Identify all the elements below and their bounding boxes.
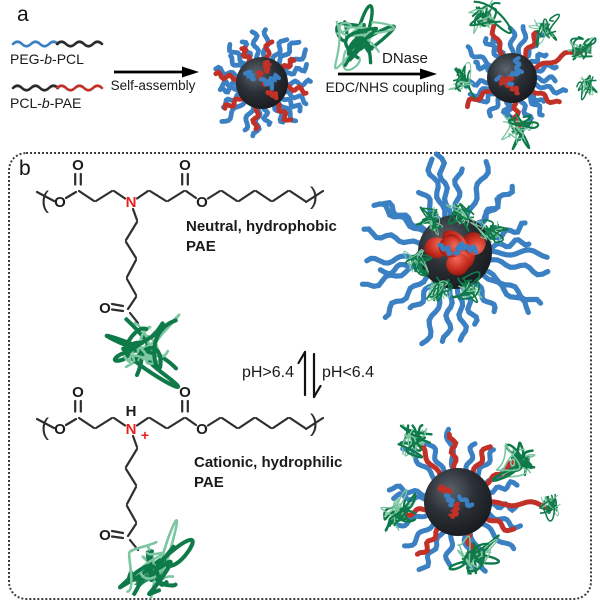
atom-o: O [72, 384, 84, 401]
atom-o: O [54, 421, 66, 438]
cationic-pae-structure: ( O O H N + O O O ) [35, 384, 325, 599]
neutral-pae-structure: ( O O N O O O ) [35, 157, 325, 389]
neutral-caption: Neutral, hydrophobic PAE [186, 217, 337, 257]
atom-o: O [72, 157, 84, 174]
face-curls [494, 56, 524, 96]
face-curls [243, 59, 281, 101]
protein-ribbon [448, 61, 476, 100]
atom-o: O [179, 384, 191, 401]
protein-ribbon [528, 13, 560, 48]
atom-o: O [196, 421, 208, 438]
panel-a-label: a [17, 3, 29, 26]
coupling-label: EDC/NHS coupling [325, 79, 445, 95]
open-bracket: ( [41, 414, 49, 441]
protein-ribbon [448, 534, 501, 575]
peg-pcl-squiggle-icon [11, 40, 104, 48]
atom-o: O [196, 194, 208, 211]
ph-low-label: pH<6.4 [322, 364, 375, 381]
micelle-cationic-state-illustration [380, 424, 561, 575]
coupling-arrow-icon [338, 68, 437, 80]
plus-charge: + [141, 427, 149, 443]
dnase-label: DNase [382, 50, 428, 67]
conjugated-dnase-icon [118, 519, 195, 599]
dnase-protein-icon [334, 4, 396, 72]
ph-high-label: pH>6.4 [241, 364, 294, 381]
neutral-caption-line2: PAE [186, 238, 216, 255]
polymer1-block: b [44, 51, 53, 67]
equilibrium-arrows-icon [297, 350, 322, 399]
protein-ribbon [576, 74, 598, 101]
cationic-caption-line1: Cationic, hydrophilic [194, 454, 343, 471]
atom-n-plus: N [126, 421, 137, 438]
protein-ribbon [416, 206, 443, 236]
face-curls [437, 241, 479, 257]
micelle-dnase-conjugate-illustration [448, 0, 598, 151]
open-bracket: ( [41, 187, 49, 214]
atom-o: O [179, 157, 191, 174]
protein-ribbon [539, 493, 561, 522]
panel-b-label: b [19, 157, 31, 180]
atom-h: H [126, 403, 137, 420]
cationic-caption-line2: PAE [194, 474, 224, 491]
pcl-pae-label: PCL-b-PAE [10, 95, 81, 111]
protein-ribbon [403, 249, 433, 278]
protein-ribbon [501, 113, 540, 151]
protein-ribbon [104, 313, 181, 389]
self-assembly-label: Self-assembly [110, 78, 196, 93]
panel-b-box [8, 152, 592, 600]
protein-ribbon [470, 219, 509, 244]
protein-ribbon [445, 202, 475, 232]
face-curls [437, 483, 475, 519]
protein-ribbon [492, 441, 536, 482]
atom-n: N [126, 194, 137, 211]
cationic-caption: Cationic, hydrophilic PAE [194, 453, 342, 493]
self-assembly-arrow-icon [114, 66, 199, 78]
polymer2-block: b [41, 95, 50, 111]
close-bracket: ) [310, 183, 318, 210]
protein-ribbon [334, 4, 396, 72]
protein-ribbon [567, 35, 597, 61]
conjugated-dnase-icon [104, 313, 181, 389]
polymer1-pre: PEG- [10, 51, 45, 67]
polymer2-pre: PCL- [10, 95, 42, 111]
protein-ribbon [426, 276, 453, 302]
close-bracket: ) [310, 410, 318, 437]
peg-pcl-label: PEG-b-PCL [10, 51, 84, 67]
protein-ribbon [380, 488, 417, 532]
micelle-neutral-state-illustration [359, 151, 551, 347]
micelle-assembled-illustration [213, 27, 313, 139]
protein-ribbon [451, 271, 483, 304]
atom-o: O [99, 527, 111, 544]
polymer1-post: -PCL [52, 51, 84, 67]
pcl-pae-squiggle-icon [11, 84, 104, 92]
atom-o: O [99, 300, 111, 317]
protein-ribbon [397, 424, 433, 459]
polymer2-post: -PAE [49, 95, 82, 111]
protein-ribbon [468, 0, 512, 34]
atom-o: O [54, 194, 66, 211]
protein-ribbon [118, 519, 195, 599]
neutral-caption-line1: Neutral, hydrophobic [186, 218, 337, 235]
